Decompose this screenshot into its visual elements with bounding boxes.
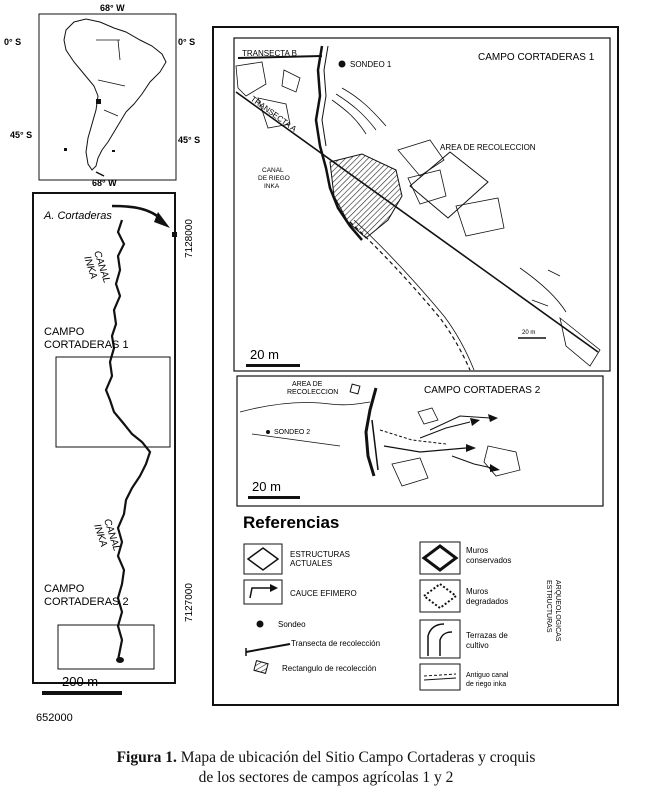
inset-lat0-left: 0° S (4, 37, 21, 47)
campo2-scale-bar (248, 496, 300, 499)
legend-arqueologicas: ESTRUCTURAS ARQUEOLOGICAS (545, 580, 561, 642)
canal-label-1: CANAL INKA (81, 250, 113, 291)
campo2-stream (239, 401, 371, 413)
terrazas-icon (427, 623, 445, 656)
legend-transecta: Transecta de recolección (291, 639, 380, 648)
campo1-frame (233, 37, 611, 372)
inset-map: 68° W 68° W 0° S 0° S 45° S 45° S (4, 3, 200, 188)
caption-line-1: Figura 1. Mapa de ubicación del Sitio Ca… (0, 748, 652, 768)
figure-caption: Figura 1. Mapa de ubicación del Sitio Ca… (0, 748, 652, 788)
legend-rectangulo: Rectangulo de recolección (282, 664, 376, 673)
location-map: A. Cortaderas CANAL INKA CANAL INKA CAMP… (32, 192, 195, 724)
campo2-area-label: AREA DE RECOLECCION (287, 381, 338, 396)
campo2-area-box (349, 383, 361, 395)
campo1-area-box (55, 356, 171, 448)
campo1-channel (314, 45, 363, 241)
area-recoleccion-label: AREA DE RECOLECCION (440, 143, 536, 152)
campo2-label: CAMPO CORTADERAS 2 (44, 583, 129, 608)
legend-antiguo-canal: Antiguo canal de riego inka (466, 672, 510, 688)
canal-label-2: CANAL INKA (91, 518, 123, 559)
site-arrow (111, 204, 163, 221)
inset-lon-bottom: 68° W (92, 178, 117, 188)
campo1-small-scale: 20 m (522, 330, 535, 336)
site-label: A. Cortaderas (43, 210, 112, 222)
detail-frame (212, 26, 619, 706)
northing-top: 7128000 (184, 219, 195, 258)
legend-terrazas: Terrazas de cultivo (466, 631, 510, 650)
northing-bottom: 7127000 (184, 583, 195, 622)
legend-title: Referencias (243, 513, 339, 532)
transecta-b-line (237, 55, 323, 59)
campo2-scale-label: 20 m (252, 479, 281, 494)
muros-degradados-icon (422, 582, 458, 610)
inset-lat0-right: 0° S (178, 37, 195, 47)
legend-estructuras-actuales: ESTRUCTURAS ACTUALES (290, 550, 352, 568)
campo2-map: CAMPO CORTADERAS 2 AREA DE RECOLECCION S… (236, 375, 604, 507)
location-scale-bar (42, 691, 122, 695)
transecta-icon (245, 643, 291, 653)
campo1-label: CAMPO CORTADERAS 1 (44, 326, 129, 351)
campo1-old-canal (349, 221, 471, 371)
sondeo-1-marker (338, 60, 346, 68)
legend-muros-conservados: Muros conservados (466, 546, 511, 565)
legend-cauce-efimero: CAUCE EFIMERO (290, 589, 357, 598)
campo1-map: CAMPO CORTADERAS 1 TRANSECTA B SONDEO 1 … (233, 37, 611, 372)
inset-lon-top: 68° W (100, 3, 125, 13)
site-marker (96, 99, 101, 104)
canal-riego-label: CANAL DE RIEGO INKA (258, 167, 292, 190)
estructuras-actuales-icon (246, 547, 280, 571)
campo2-frame (236, 375, 604, 507)
campo2-channel (364, 387, 378, 477)
canal-inka-route (104, 219, 152, 661)
location-map-frame (32, 192, 176, 684)
antiguo-canal-icon (423, 673, 457, 677)
campo2-area-box (57, 624, 155, 670)
legend-muros-degradados: Muros degradados (466, 587, 508, 606)
rectangulo-icon (253, 660, 269, 674)
transecta-a-line (235, 91, 599, 353)
sondeo-2-label: SONDEO 2 (274, 429, 310, 436)
sondeo-2-marker (266, 430, 270, 434)
legend: Referencias ESTRUCTURAS ACTUALES CAUCE E… (243, 513, 561, 691)
easting: 652000 (36, 712, 73, 724)
cauce-efimero-icon (249, 587, 272, 599)
caption-line-2: de los sectores de campos agrícolas 1 y … (198, 769, 454, 786)
sondeo-1-label: SONDEO 1 (350, 60, 392, 69)
inset-frame (38, 13, 177, 181)
area-recoleccion-box (409, 151, 489, 219)
caption-text-1: Mapa de ubicación del Sitio Campo Cortad… (180, 749, 536, 766)
inset-lat45-left: 45° S (10, 130, 32, 140)
campo1-title: CAMPO CORTADERAS 1 (478, 52, 595, 63)
caption-label: Figura 1. (116, 749, 177, 766)
legend-sondeo: Sondeo (278, 620, 306, 629)
south-america-outline (63, 18, 167, 171)
campo2-title: CAMPO CORTADERAS 2 (424, 385, 541, 396)
location-scale-label: 200 m (62, 674, 98, 689)
transecta-a-label: TRANSECTA A (249, 94, 299, 134)
muros-conservados-icon (421, 544, 459, 572)
inset-lat45-right: 45° S (178, 135, 200, 145)
campo1-scale-bar (246, 364, 300, 367)
campo1-scale-label: 20 m (250, 347, 279, 362)
campo1-terraces (329, 153, 403, 239)
transecta-b-label: TRANSECTA B (242, 49, 297, 58)
sondeo-icon (256, 620, 264, 628)
